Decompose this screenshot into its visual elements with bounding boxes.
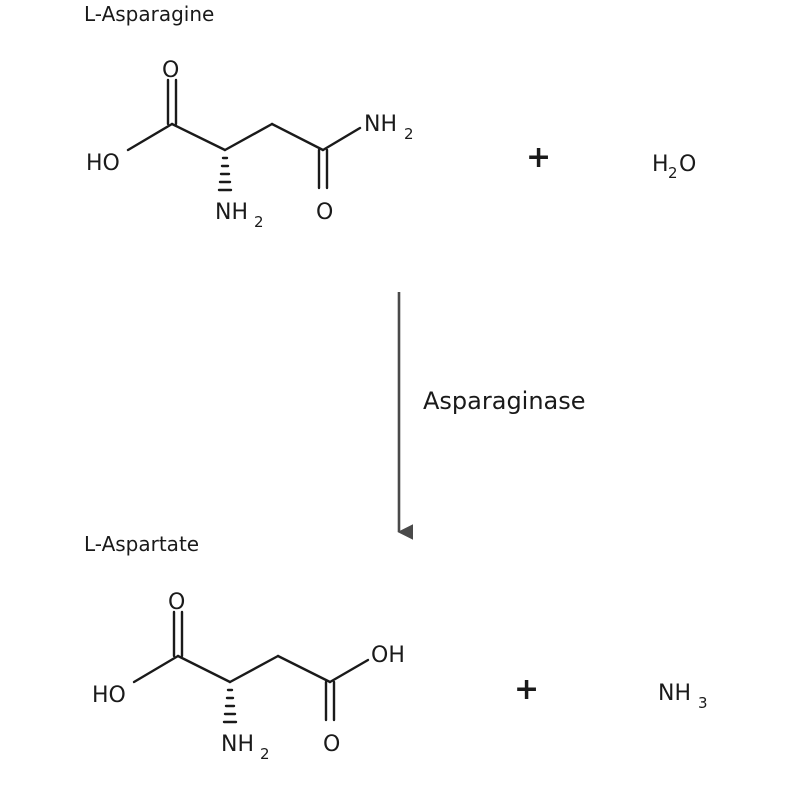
product-carboxyl-oh-bond [132,654,180,684]
enzyme-label: Asparaginase [423,387,586,415]
product-acid-oh-bond [328,658,370,684]
product-carbonyl-o: O [168,590,185,615]
reactant-amide-subscript: 2 [404,125,414,143]
asparagine-structure: O HO NH 2 NH 2 O [86,58,414,231]
product-amine-n: NH [221,732,254,757]
product-name: L-Aspartate [84,532,199,556]
hashed-wedge-bond [217,156,233,192]
product-ho: HO [92,683,126,708]
product-acid-oh: OH [371,643,405,668]
ammonia-subscript: 3 [698,694,708,712]
reactant-amide-o: O [316,200,333,225]
aspartate-structure: O HO NH 2 OH O [92,590,405,763]
product-hashed-wedge-bond [222,688,238,724]
ammonia-nh: NH [658,681,691,706]
water-h: H [652,152,669,177]
product-calpha-ch2-bond [228,654,280,684]
ch2-amide-c-bond [270,122,325,152]
product-acid-o: O [323,732,340,757]
water-formula: H 2 O [652,152,696,182]
product-amine-subscript: 2 [260,745,270,763]
reactant-amine-subscript: 2 [254,213,264,231]
calpha-ch2-bond [223,122,274,152]
water-o: O [679,152,696,177]
water-subscript: 2 [668,164,678,182]
reactant-ho: HO [86,151,120,176]
carboxyl-oh-bond [126,122,174,152]
plus-sign-top: + [526,140,551,175]
reactant-amide-n: NH [364,112,397,137]
reactant-name: L-Asparagine [84,2,214,26]
plus-sign-bottom: + [514,672,539,707]
reactant-carbonyl-o: O [162,58,179,83]
product-ch2-acid-c-bond [276,654,332,684]
reactant-amine-n: NH [215,200,248,225]
ammonia-formula: NH 3 [658,681,708,712]
amide-n-bond [321,126,362,152]
c-calpha-bond [170,122,227,152]
product-c-calpha-bond [176,654,232,684]
